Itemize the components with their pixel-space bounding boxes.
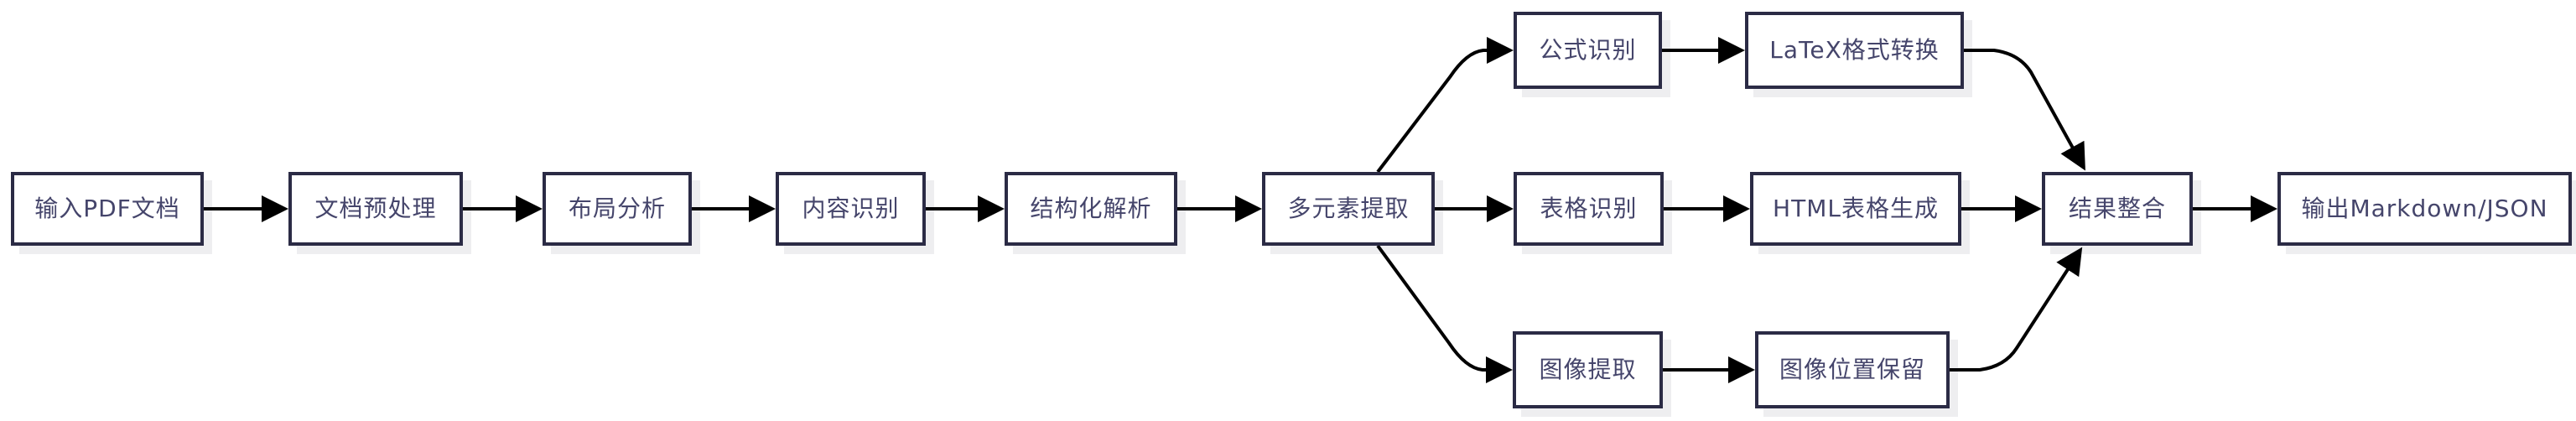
flow-node-table: 表格识别 [1514, 172, 1664, 246]
flow-node-formula: 公式识别 [1514, 12, 1662, 89]
node-label: 结构化解析 [1030, 194, 1152, 222]
node-label: LaTeX格式转换 [1769, 35, 1940, 64]
node-label: 图像提取 [1539, 355, 1637, 383]
flow-node-image: 图像提取 [1513, 331, 1663, 408]
connector-extract-to-image [1376, 244, 1513, 383]
flow-node-input: 输入PDF文档 [11, 172, 204, 246]
connector-latex-to-merge [1964, 49, 2085, 171]
node-label: 多元素提取 [1287, 194, 1410, 222]
flow-node-latex: LaTeX格式转换 [1745, 12, 1964, 89]
flow-node-layout: 布局分析 [543, 172, 692, 246]
connector-imgpos-to-merge [1950, 247, 2083, 372]
flow-node-imgpos: 图像位置保留 [1755, 331, 1950, 408]
connector-group [204, 37, 2277, 383]
flow-node-output: 输出Markdown/JSON [2277, 172, 2572, 246]
node-label: 输出Markdown/JSON [2301, 194, 2548, 222]
node-label: 文档预处理 [314, 194, 437, 222]
node-label: 内容识别 [802, 194, 900, 222]
flow-node-content: 内容识别 [776, 172, 926, 246]
node-label: 公式识别 [1539, 35, 1637, 64]
node-label: 结果整合 [2068, 194, 2166, 222]
node-label: 输入PDF文档 [34, 194, 180, 222]
flow-node-preproc: 文档预处理 [288, 172, 463, 246]
node-label: 图像位置保留 [1779, 355, 1925, 383]
flow-node-parse: 结构化解析 [1005, 172, 1177, 246]
flow-node-extract: 多元素提取 [1262, 172, 1435, 246]
node-label: 表格识别 [1540, 194, 1638, 222]
flow-node-htmlgen: HTML表格生成 [1750, 172, 1961, 246]
node-label: HTML表格生成 [1773, 194, 1939, 222]
flow-node-merge: 结果整合 [2042, 172, 2193, 246]
node-label: 布局分析 [568, 194, 666, 222]
connector-extract-to-formula [1376, 37, 1514, 174]
